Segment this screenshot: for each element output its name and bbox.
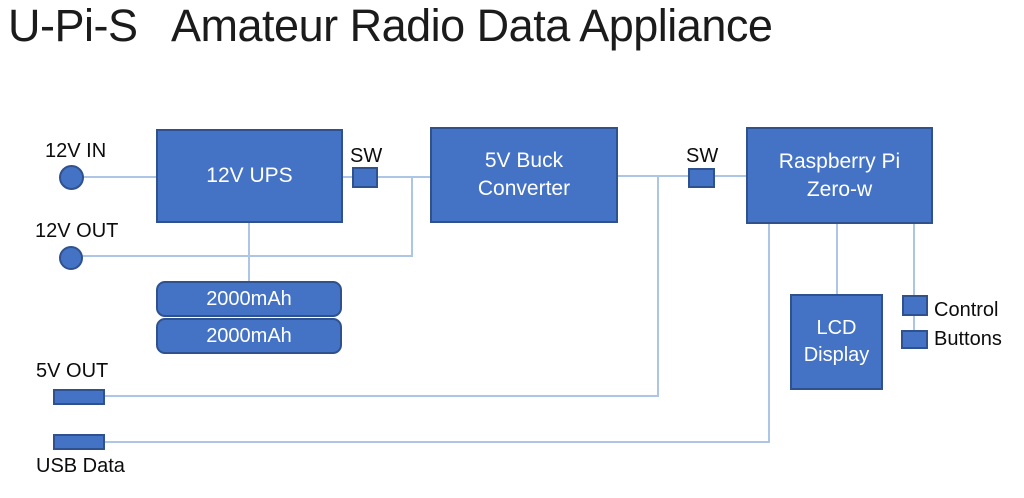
battery-cell-bottom: 2000mAh xyxy=(156,318,342,354)
wire-pi-to-usb xyxy=(104,223,770,443)
switch-right-box xyxy=(688,168,715,188)
label-12v-in: 12V IN xyxy=(45,140,107,162)
switch-left-box xyxy=(352,167,378,188)
12v-in-connector xyxy=(59,165,84,190)
label-usb-data: USB Data xyxy=(36,455,125,477)
lcd-display-box: LCD Display xyxy=(790,294,883,390)
label-5v-out: 5V OUT xyxy=(36,360,109,382)
diagram-title: U-Pi-S Amateur Radio Data Appliance xyxy=(8,0,773,51)
label-sw-left: SW xyxy=(350,145,383,167)
control-button-bottom xyxy=(901,330,928,349)
5v-out-port xyxy=(53,389,105,405)
raspberry-pi-box: Raspberry Pi Zero-w xyxy=(746,127,933,224)
wire-5vout-rail xyxy=(104,177,659,397)
usb-data-port xyxy=(53,434,105,450)
label-sw-right: SW xyxy=(686,145,719,167)
label-12v-out: 12V OUT xyxy=(35,220,119,242)
control-button-top xyxy=(902,295,928,316)
label-buttons: Buttons xyxy=(934,328,1002,350)
label-control: Control xyxy=(934,299,999,321)
battery-cell-top: 2000mAh xyxy=(156,281,342,317)
buck-converter-box: 5V Buck Converter xyxy=(430,127,618,223)
12v-out-connector xyxy=(59,246,83,270)
ups-box: 12V UPS xyxy=(156,129,343,223)
wire-12vout-tap xyxy=(82,178,413,257)
